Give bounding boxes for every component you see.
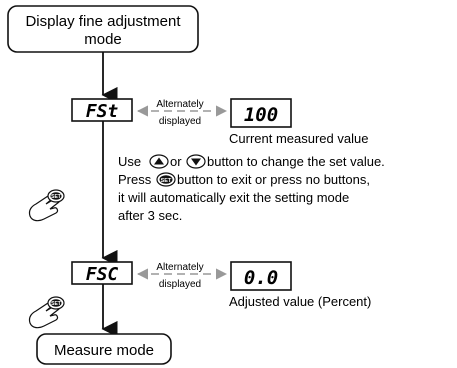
instr-use: Use	[118, 154, 141, 169]
instr-exit: button to exit or press no buttons,	[177, 172, 370, 187]
hand-press-icon: SET	[28, 189, 65, 222]
instr-sec: after 3 sec.	[118, 208, 182, 223]
start-box-line2: mode	[84, 31, 122, 48]
instr-or: or	[170, 154, 182, 169]
alternate-arrow-1: Alternately displayed	[136, 99, 228, 127]
display-value-00: 0.0	[230, 261, 292, 291]
alt-label-1a: Alternately	[156, 99, 203, 110]
alt-label-1b: displayed	[159, 116, 201, 127]
alt-label-2b: displayed	[159, 279, 201, 290]
instr-press: Press	[118, 172, 152, 187]
instr-change: button to change the set value.	[207, 154, 385, 169]
display-value-100: 100	[230, 98, 292, 128]
start-box-line1: Display fine adjustment	[25, 13, 181, 30]
hand-press-icon: SET	[28, 296, 65, 329]
hand1-set-label: SET	[51, 194, 61, 200]
start-mode-box: Display fine adjustment mode	[7, 5, 199, 53]
caption-current-value: Current measured value	[229, 131, 368, 146]
caption-adjusted-value: Adjusted value (Percent)	[229, 294, 371, 309]
display-fst: FSt	[71, 98, 133, 122]
hand2-set-label: SET	[51, 301, 61, 307]
measure-mode-label: Measure mode	[54, 342, 154, 359]
down-button-icon	[186, 154, 206, 169]
instr-auto: it will automatically exit the setting m…	[118, 190, 349, 205]
measure-mode-box: Measure mode	[36, 333, 172, 365]
instruction-text: Use or button to change the set value. P…	[118, 154, 385, 223]
display-fsc-text: FSC	[86, 264, 119, 285]
alt-label-2a: Alternately	[156, 262, 203, 273]
up-button-icon	[149, 154, 169, 169]
display-100-text: 100	[244, 104, 278, 126]
alternate-arrow-2: Alternately displayed	[136, 262, 228, 290]
display-00-text: 0.0	[244, 267, 278, 289]
set-icon-label: SET	[161, 178, 172, 184]
display-fsc: FSC	[71, 261, 133, 285]
display-fst-text: FSt	[86, 101, 119, 122]
set-button-icon: SET	[156, 172, 176, 187]
